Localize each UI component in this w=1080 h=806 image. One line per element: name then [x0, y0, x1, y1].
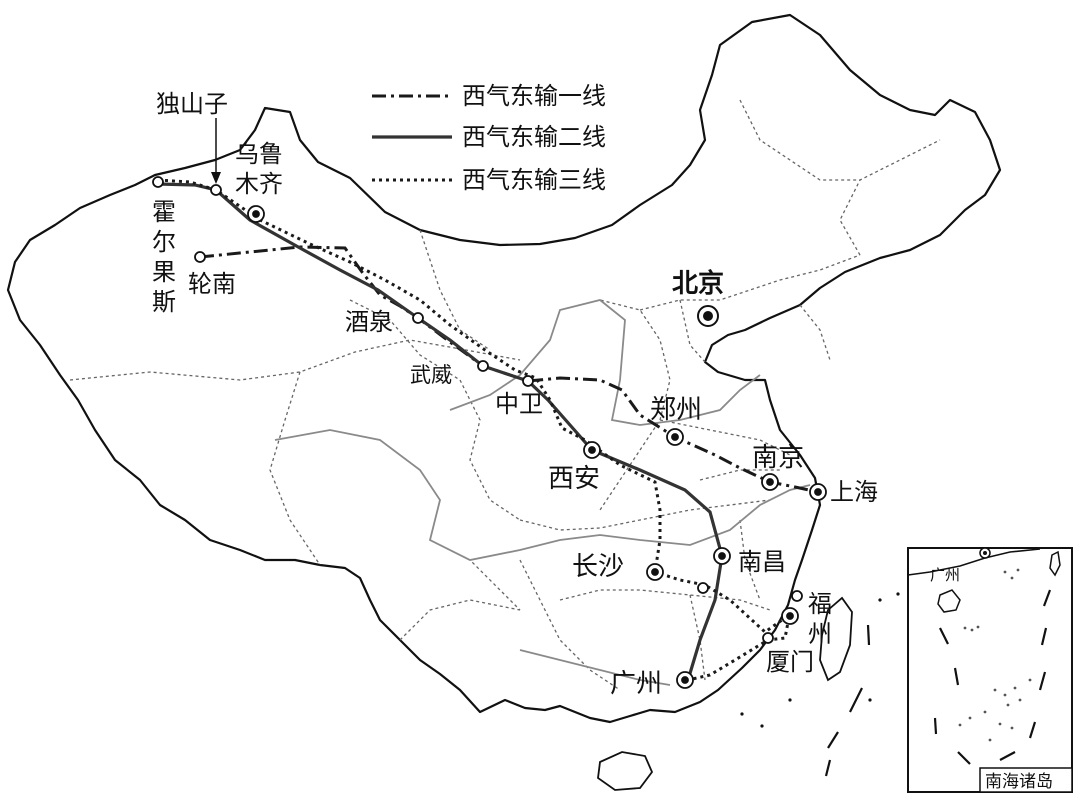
legend-label-line-1: 西气东输一线: [462, 82, 606, 110]
marker-nanjing: [761, 473, 779, 491]
yellow-river: [449, 299, 761, 426]
inset-coast: [907, 548, 1041, 576]
label-huoerguosi-1: 霍: [152, 198, 176, 226]
south-china-sea-inset: 广州 南海诸岛: [907, 547, 1073, 793]
marker-fuzhou-small: [791, 590, 803, 602]
inset-title-box: [979, 767, 1073, 793]
legend-label-line-3: 西气东输三线: [462, 166, 606, 194]
inset-label-guangzhou: 广州: [930, 566, 960, 584]
marker-shanghai: [809, 483, 827, 501]
pipeline-line-2: [157, 182, 724, 681]
label-guangzhou: 广州: [610, 669, 662, 699]
city-markers: [152, 176, 803, 644]
label-beijing: 北京: [672, 268, 724, 299]
legend-label-line-2: 西气东输二线: [462, 123, 606, 151]
marker-guangzhou: [676, 671, 694, 689]
city-labels: 独山子 乌鲁 木齐 霍 尔 果 斯 轮南 酒泉 武威 中卫 北京 郑州 南京 上…: [152, 90, 878, 699]
label-zhengzhou: 郑州: [650, 395, 702, 425]
east-sea-islands: [740, 592, 900, 728]
taiwan-island: [819, 596, 853, 682]
china-border: [6, 13, 1002, 724]
marker-xian: [583, 441, 601, 459]
label-xiamen: 厦门: [766, 648, 814, 676]
label-zhongwei: 中卫: [495, 390, 543, 418]
legend-item-line-3: 西气东输三线: [372, 166, 606, 194]
legend: 西气东输一线 西气东输二线 西气东输三线: [372, 82, 606, 194]
marker-zhengzhou: [666, 428, 684, 446]
marker-xiamen: [762, 632, 774, 644]
label-wuwei: 武威: [410, 363, 452, 387]
marker-urumqi: [247, 205, 265, 223]
marker-ganzhou: [697, 582, 709, 594]
label-fuzhou-2: 州: [808, 620, 832, 648]
label-dushanzi: 独山子: [156, 90, 228, 118]
inset-hainan: [937, 589, 961, 613]
marker-fuzhou: [781, 607, 799, 625]
legend-item-line-2: 西气东输二线: [372, 123, 606, 151]
label-urumqi-1: 乌鲁: [235, 140, 283, 168]
marker-nanchang: [713, 547, 731, 565]
inset-frame: [907, 547, 1073, 793]
hainan-island: [597, 751, 654, 791]
label-shanghai: 上海: [830, 478, 878, 506]
label-lunnan: 轮南: [188, 270, 236, 298]
label-urumqi-2: 木齐: [235, 170, 283, 198]
marker-beijing: [697, 305, 719, 327]
marker-lunnan: [194, 251, 206, 263]
marker-wuwei: [477, 360, 489, 372]
label-huoerguosi-4: 斯: [152, 288, 176, 316]
yangtze-river: [274, 429, 811, 561]
sea-boundary-dashes: [824, 624, 871, 777]
capital-markers: [247, 205, 827, 689]
marker-huoerguosi: [152, 176, 164, 188]
inset-islands: [958, 568, 1032, 742]
pearl-river: [519, 649, 671, 686]
inset-taiwan: [1049, 550, 1061, 577]
pipeline-line-1: [199, 245, 819, 494]
province-boundaries: [69, 99, 941, 691]
label-xian: 西安: [548, 464, 600, 494]
label-jiuquan: 酒泉: [345, 308, 393, 336]
label-changsha: 长沙: [572, 552, 624, 582]
legend-item-line-1: 西气东输一线: [372, 82, 606, 110]
inset-boundary-dashes: [933, 589, 1052, 765]
label-fuzhou-1: 福: [808, 590, 832, 618]
marker-jiuquan: [412, 312, 424, 324]
label-huoerguosi-2: 尔: [152, 228, 176, 256]
rivers: [274, 299, 811, 686]
inset-title: 南海诸岛: [985, 772, 1053, 792]
marker-changsha: [646, 563, 664, 581]
marker-dushanzi: [210, 184, 222, 196]
label-nanjing: 南京: [752, 443, 804, 473]
pipeline-line-3: [157, 178, 793, 682]
dushanzi-arrow: [211, 118, 221, 184]
inset-guangzhou-marker: [979, 547, 991, 559]
label-huoerguosi-3: 果: [152, 258, 176, 286]
marker-zhongwei: [522, 375, 534, 387]
label-nanchang: 南昌: [738, 548, 786, 576]
